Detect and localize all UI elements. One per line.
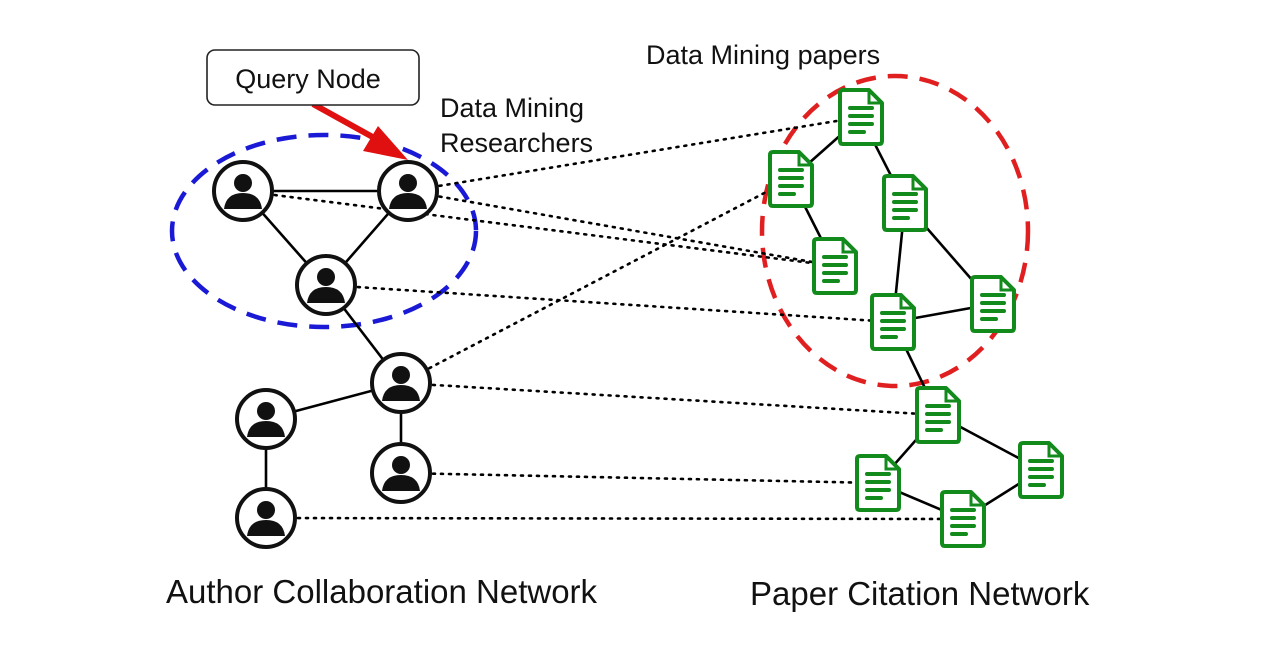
query-arrow-layer [311, 101, 408, 160]
document-icon [882, 174, 928, 232]
paper-node-p8 [855, 454, 901, 512]
paper-node-p10 [1018, 441, 1064, 499]
document-icon [915, 386, 961, 444]
person-icon [224, 174, 262, 209]
authorship-link [399, 471, 880, 485]
author-node-a6 [370, 442, 432, 504]
document-icon [768, 150, 814, 208]
document-icon [1018, 441, 1064, 499]
paper-node-p6 [970, 275, 1016, 333]
document-icon [855, 454, 901, 512]
authorship-link [264, 516, 965, 521]
person-icon [247, 501, 285, 536]
authorship-link [399, 177, 793, 385]
author-node-a7 [235, 487, 297, 549]
paper-node-p5 [870, 293, 916, 351]
paper-network-caption: Paper Citation Network [750, 575, 1090, 612]
query-node-callout: Query Node [206, 49, 420, 106]
query-arrow-head [363, 126, 408, 160]
document-icon [838, 88, 884, 146]
authorship-link [324, 283, 895, 324]
query-arrow-shaft [311, 101, 380, 143]
authorship-link [406, 189, 837, 268]
author-node-a1 [212, 160, 274, 222]
paper-group-outline [759, 73, 1031, 389]
paper-node-p4 [812, 237, 858, 295]
person-icon [382, 456, 420, 491]
author-node-a5 [235, 388, 297, 450]
document-icon [812, 237, 858, 295]
author-network-caption: Author Collaboration Network [166, 573, 598, 610]
author-node-a2 [377, 160, 439, 222]
document-icon [970, 275, 1016, 333]
paper-node-p3 [882, 174, 928, 232]
dm-researchers-label-line1: Data Mining [440, 93, 584, 123]
paper-node-p9 [940, 490, 986, 548]
person-icon [389, 174, 427, 209]
network-edges [242, 116, 1042, 521]
authorship-links [241, 115, 965, 521]
document-icon [870, 293, 916, 351]
paper-node-p1 [838, 88, 884, 146]
researcher-group-outline [169, 132, 479, 330]
paper-node-p7 [915, 386, 961, 444]
paper-node-p2 [768, 150, 814, 208]
group-outlines [169, 73, 1031, 389]
authorship-link [399, 381, 940, 417]
document-icon [940, 490, 986, 548]
person-icon [247, 402, 285, 437]
dm-papers-label: Data Mining papers [646, 40, 880, 70]
query-node-label: Query Node [235, 64, 381, 94]
dm-researchers-label-line2: Researchers [440, 128, 593, 158]
person-icon [382, 366, 420, 401]
author-node-a3 [295, 254, 357, 316]
person-icon [307, 268, 345, 303]
network-nodes [212, 88, 1064, 549]
query-node-callout-box [206, 49, 420, 106]
author-node-a4 [370, 352, 432, 414]
authorship-link [241, 189, 837, 268]
